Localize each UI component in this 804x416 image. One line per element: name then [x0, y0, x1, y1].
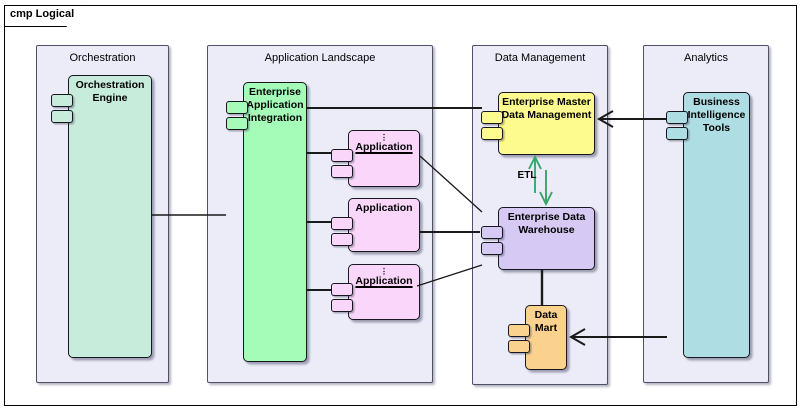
component-port-icon — [226, 117, 248, 130]
component-port-icon — [666, 127, 688, 140]
component-enterprise-data-warehouse[interactable]: Enterprise Data Warehouse — [481, 207, 595, 270]
etl-connector-label: ETL — [517, 170, 537, 181]
lane-title: Orchestration — [69, 52, 136, 64]
component-port-icon — [331, 233, 353, 246]
component-label: Enterprise Master Data Management — [501, 96, 592, 121]
component-port-icon — [481, 111, 503, 124]
component-enterprise-master-data-management[interactable]: Enterprise Master Data Management — [481, 92, 595, 155]
component-port-icon — [331, 165, 353, 178]
component-application-2[interactable]: Application — [331, 198, 420, 252]
component-business-intelligence-tools[interactable]: Business Intelligence Tools — [666, 92, 750, 358]
component-label: Data Mart — [534, 309, 558, 334]
component-port-icon — [226, 101, 248, 114]
component-port-icon — [481, 242, 503, 255]
component-label: Application — [355, 202, 413, 214]
component-label: Enterprise Data Warehouse — [507, 211, 586, 236]
component-port-icon — [331, 217, 353, 230]
lane-title: Analytics — [683, 52, 729, 64]
component-label: Application — [355, 275, 413, 287]
frame-tab-label: cmp Logical — [10, 8, 75, 20]
component-application-3[interactable]: ⋮ Application — [331, 264, 420, 320]
component-port-icon — [331, 299, 353, 312]
component-port-icon — [51, 94, 73, 107]
component-port-icon — [331, 283, 353, 296]
component-port-icon — [508, 340, 530, 353]
instance-marker: ⋮ — [380, 267, 388, 276]
component-port-icon — [51, 110, 73, 123]
lane-title: Application Landscape — [264, 52, 376, 64]
component-label: Orchestration Engine — [75, 79, 145, 104]
diagram-frame — [4, 5, 797, 406]
instance-marker: ⋮ — [380, 133, 388, 142]
component-port-icon — [331, 149, 353, 162]
component-label: Business Intelligence Tools — [687, 96, 746, 134]
component-port-icon — [508, 324, 530, 337]
component-port-icon — [481, 127, 503, 140]
component-application-1[interactable]: ⋮ Application — [331, 130, 420, 187]
lane-title: Data Management — [494, 52, 586, 64]
component-port-icon — [666, 111, 688, 124]
component-enterprise-application-integration[interactable]: Enterprise Application Integration — [226, 82, 307, 362]
component-label: Enterprise Application Integration — [246, 86, 304, 124]
component-label: Application — [355, 141, 413, 153]
component-orchestration-engine[interactable]: Orchestration Engine — [51, 75, 152, 358]
component-data-mart[interactable]: Data Mart — [508, 305, 567, 370]
component-port-icon — [481, 226, 503, 239]
